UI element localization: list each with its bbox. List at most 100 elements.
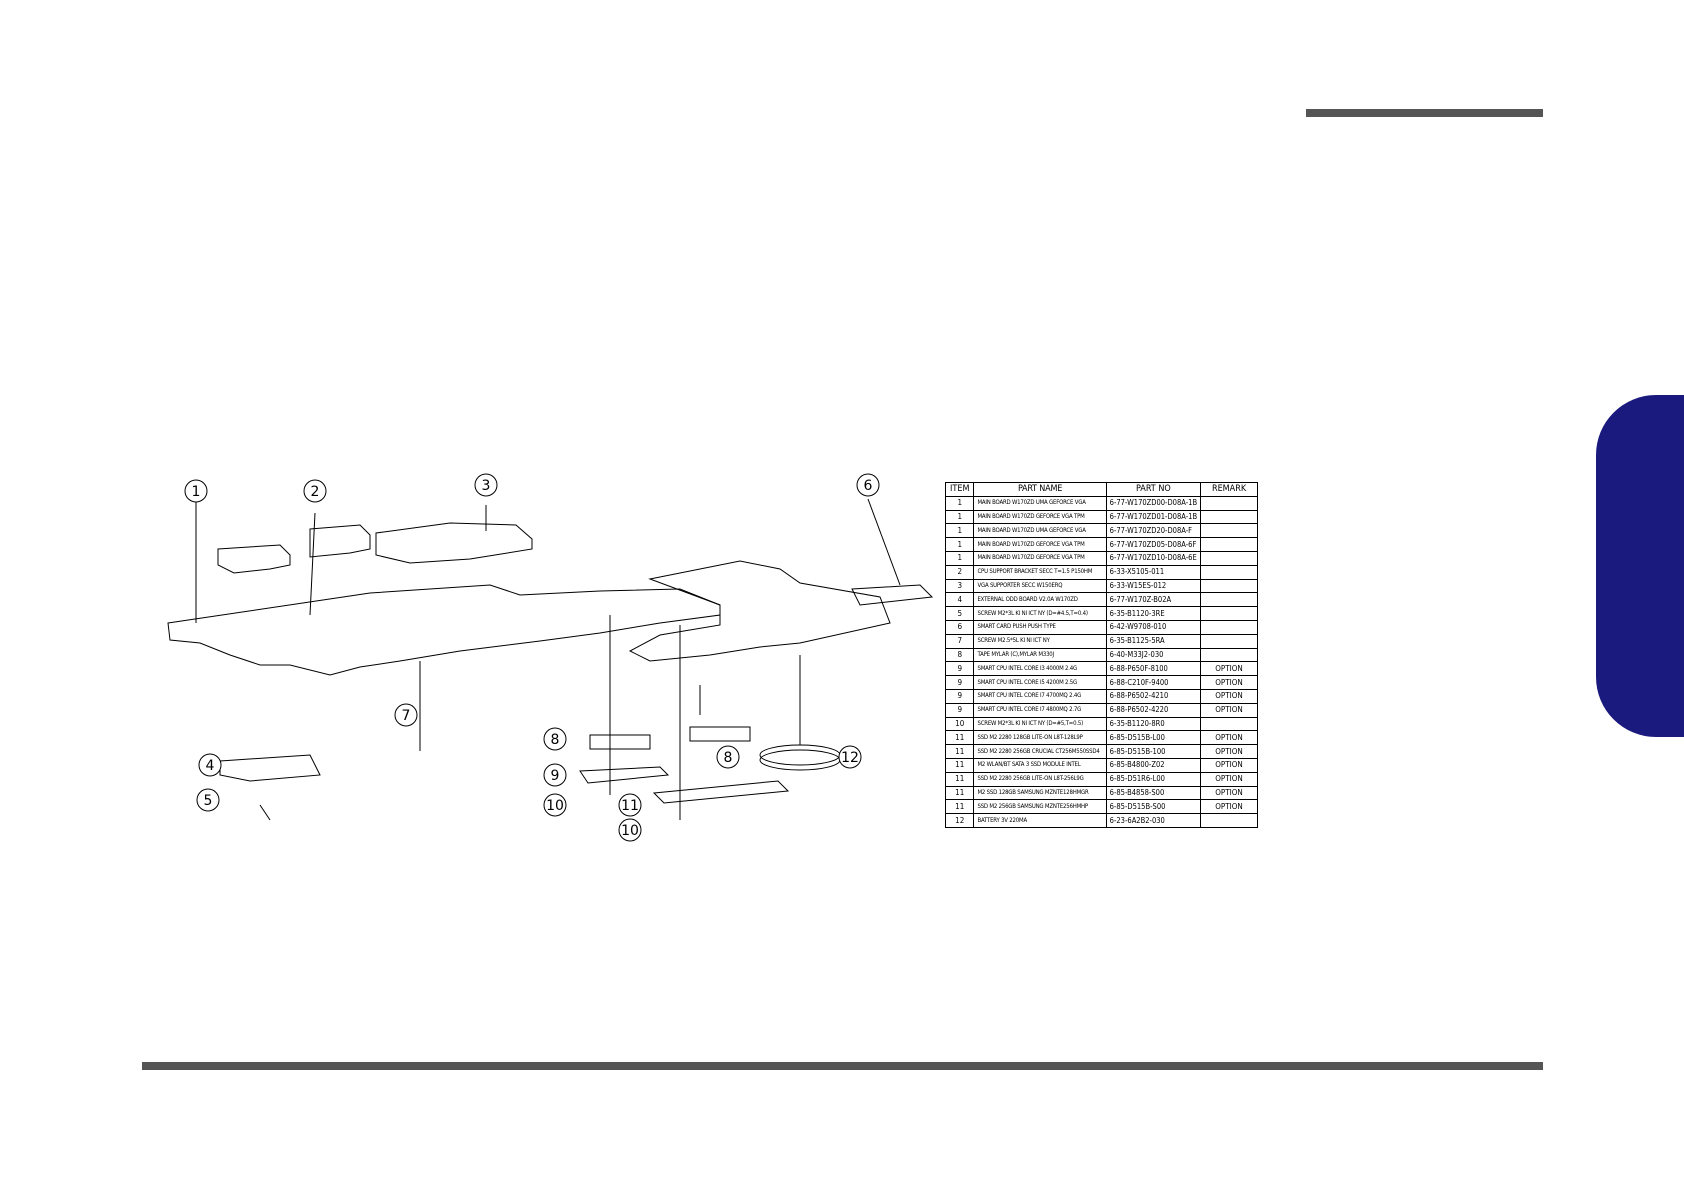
cell-item: 9 (944, 688, 975, 704)
cell-remark (1200, 647, 1258, 663)
callout-circle (543, 763, 567, 787)
cell-part-no: 6-40-M33J2-030 (1105, 647, 1202, 663)
mylar-tape-1 (589, 734, 651, 750)
cell-item: 2 (944, 564, 975, 580)
cell-part-no: 6-35-B1120-3RE (1105, 606, 1202, 621)
callout-circle (184, 479, 208, 503)
cell-part-name: SSD M2 2280 128GB LITE-ON L8T-128L9P (973, 730, 1107, 746)
cell-part-no: 6-77-W170Z-B02A (1105, 592, 1202, 608)
callout-number: 11 (621, 798, 639, 814)
cell-remark: OPTION (1200, 744, 1258, 759)
cell-part-name: MAIN BOARD W170ZD GEFORCE VGA TPM (973, 550, 1107, 566)
cpu-bracket (217, 524, 371, 574)
cell-part-name: MAIN BOARD W170ZD UMA GEFORCE VGA (973, 495, 1107, 511)
cell-part-name: MAIN BOARD W170ZD GEFORCE VGA TPM (973, 537, 1107, 552)
cell-item: 11 (944, 785, 975, 801)
cell-part-no: 6-77-W170ZD00-D08A-1B (1105, 495, 1202, 511)
cell-part-name: SMART CPU INTEL CORE I7 4800MQ 2.7G (973, 702, 1107, 718)
cell-part-name: SCREW M2*3L KI NI ICT NY (D=#5,T=0.5) (973, 716, 1107, 732)
cell-remark (1200, 578, 1258, 594)
coin-battery (759, 749, 841, 771)
parts-table-header-row: ITEM PART NAME PART NO REMARK (944, 482, 1258, 497)
cell-remark (1200, 537, 1258, 552)
top-rule (1306, 109, 1543, 117)
cell-part-no: 6-85-D515B-100 (1105, 744, 1202, 759)
cell-remark (1200, 633, 1258, 649)
cell-remark: OPTION (1200, 661, 1258, 677)
cell-part-name: VGA SUPPORTER SECC W150ERQ (973, 578, 1107, 594)
side-tab (1596, 395, 1684, 737)
cell-item: 7 (944, 633, 975, 649)
cell-part-no: 6-85-B4800-Z02 (1105, 757, 1202, 773)
cell-item: 11 (944, 757, 975, 773)
cell-item: 1 (944, 537, 975, 552)
mylar-tape-2 (689, 726, 751, 742)
cell-part-no: 6-33-W15ES-012 (1105, 578, 1202, 594)
cell-item: 3 (944, 578, 975, 594)
callout-circle (618, 793, 642, 817)
callout-circle (303, 479, 327, 503)
cell-part-no: 6-42-W9708-010 (1105, 619, 1202, 635)
cell-remark (1200, 592, 1258, 608)
cell-part-no: 6-77-W170ZD20-D08A-F (1105, 523, 1202, 539)
callout-number: 10 (621, 823, 639, 839)
cell-part-name: EXTERNAL ODD BOARD V2.0A W170ZD (973, 592, 1107, 608)
cell-part-no: 6-88-P6502-4210 (1105, 688, 1202, 704)
cell-part-name: MAIN BOARD W170ZD UMA GEFORCE VGA (973, 523, 1107, 539)
cell-part-no: 6-77-W170ZD10-D08A-6E (1105, 550, 1202, 566)
cell-part-name: MAIN BOARD W170ZD GEFORCE VGA TPM (973, 509, 1107, 525)
cell-item: 12 (944, 813, 975, 828)
header-part-no: PART NO (1105, 482, 1202, 497)
cell-part-no: 6-77-W170ZD01-D08A-1B (1105, 509, 1202, 525)
main-board-right (628, 560, 891, 662)
cell-part-no: 6-88-P650F-8100 (1105, 661, 1202, 677)
callout-circle (394, 703, 418, 727)
cell-part-name: TAPE MYLAR (C),MYLAR M330J (973, 647, 1107, 663)
bottom-rule (142, 1062, 1543, 1070)
cell-part-name: SSD M2 2280 256GB CRUCIAL CT256M550SSD4 (973, 744, 1107, 759)
callout-circle (543, 727, 567, 751)
cell-item: 8 (944, 647, 975, 663)
vga-supporter (375, 522, 533, 564)
cell-remark: OPTION (1200, 785, 1258, 801)
cell-remark: OPTION (1200, 688, 1258, 704)
cell-part-name: CPU SUPPORT BRACKET SECC T=1.5 P150HM (973, 564, 1107, 580)
callout-circle (543, 793, 567, 817)
cell-part-no: 6-23-6A2B2-030 (1105, 813, 1202, 828)
cell-part-no: 6-85-D515B-S00 (1105, 799, 1202, 815)
cell-part-name: SMART CARD PUSH PUSH TYPE (973, 619, 1107, 635)
callout-number: 9 (551, 768, 560, 784)
cell-part-no: 6-85-D515B-L00 (1105, 730, 1202, 746)
callout-number: 3 (482, 478, 491, 494)
smart-card-reader (851, 584, 934, 606)
cell-item: 9 (944, 702, 975, 718)
cell-part-name: SSD M2 2280 256GB LITE-ON L8T-256L9G (973, 771, 1107, 787)
cell-part-no: 6-35-B1125-5RA (1105, 633, 1202, 649)
cell-remark (1200, 509, 1258, 525)
cell-remark (1200, 550, 1258, 566)
callout-circle (196, 788, 220, 812)
cell-remark (1200, 606, 1258, 621)
cell-item: 1 (944, 523, 975, 539)
cell-item: 11 (944, 799, 975, 815)
callout-number: 12 (841, 750, 859, 766)
